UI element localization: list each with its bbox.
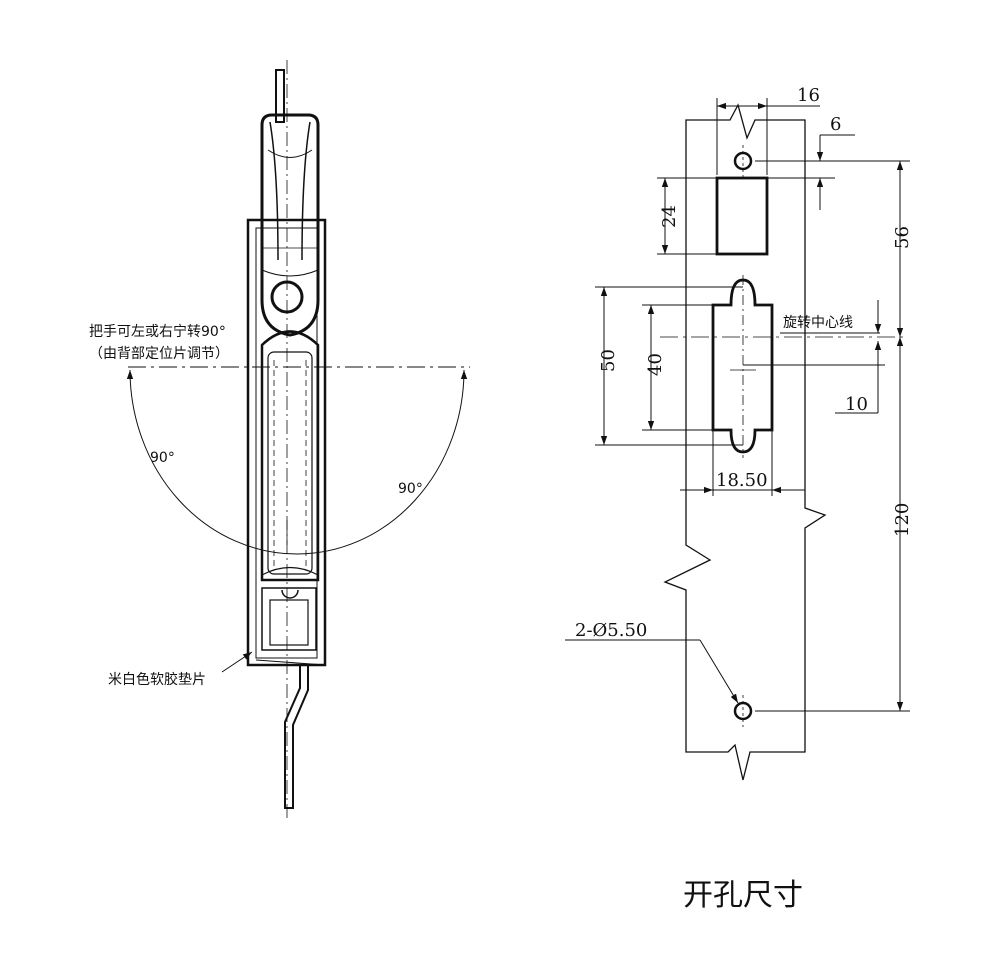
- housing-inner: [255, 227, 318, 659]
- angle-label-right: 90°: [398, 481, 423, 497]
- rotation-center-label: 旋转中心线: [783, 315, 853, 331]
- dim-24: 24: [659, 205, 680, 228]
- handle-body: [260, 113, 320, 337]
- cutout-caption: 开孔尺寸: [683, 878, 803, 913]
- housing-outer: [246, 218, 327, 667]
- dim-50: 50: [598, 349, 619, 372]
- dim-16: 16: [797, 85, 820, 106]
- gasket-label: 米白色软胶垫片: [108, 671, 206, 688]
- square-cutout: [715, 176, 769, 256]
- hole-bottom: [733, 701, 753, 721]
- dim-18-50: 18.50: [716, 470, 768, 491]
- rotation-note-line1: 把手可左或右宁转90°: [89, 323, 226, 340]
- dim-40: 40: [645, 353, 666, 376]
- bottom-rod: [284, 665, 309, 809]
- hole-callout: 2-Ø5.50: [575, 620, 647, 641]
- dim-56: 56: [892, 226, 913, 249]
- rotation-arc: [126, 369, 468, 555]
- dim-6: 6: [830, 114, 841, 135]
- hole-top: [733, 151, 753, 171]
- panel-strip: [663, 103, 827, 781]
- angle-label-left: 90°: [150, 450, 175, 466]
- handle-grip: [260, 330, 320, 582]
- dim-120: 120: [892, 503, 913, 537]
- dimension-lines: [565, 98, 910, 712]
- latch-block: [261, 587, 317, 651]
- top-rod: [275, 69, 285, 123]
- cutout-view: [660, 103, 905, 781]
- rotation-note-line2: （由背部定位片调节）: [89, 346, 229, 362]
- dim-10: 10: [845, 394, 868, 415]
- main-cutout: [711, 278, 774, 454]
- handle-view: [126, 60, 470, 820]
